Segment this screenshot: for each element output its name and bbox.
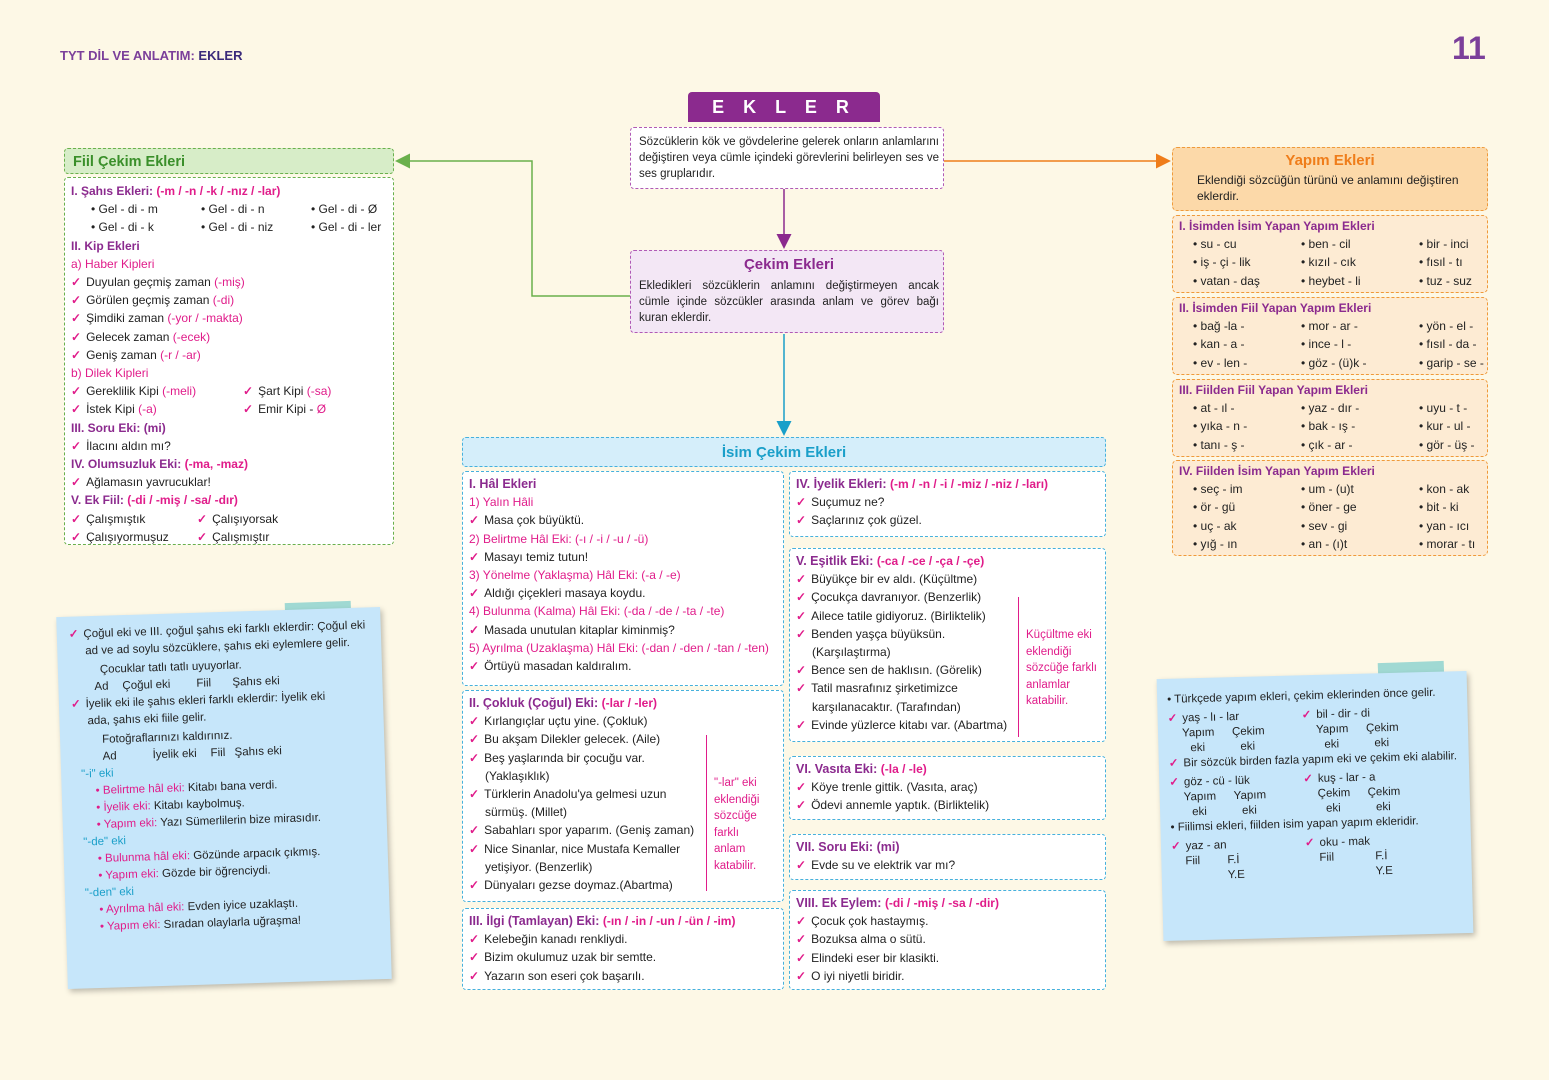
check-mark-icon: ✓ [796, 663, 807, 678]
check-mark-icon: ✓ [70, 698, 81, 711]
cekim-ekleri-description: Ekledikleri sözcüklerin anlamını değişti… [639, 280, 939, 324]
esitlik-side-note: Küçültme eki eklendiği sözcüğe farklı an… [1018, 597, 1098, 737]
yapim-ekleri-description: Eklendiği sözcüğün türünü ve anlamını de… [1197, 173, 1459, 203]
check-mark-icon: ✓ [796, 572, 807, 587]
check-mark-icon: ✓ [71, 511, 82, 526]
check-mark-icon: ✓ [469, 968, 480, 983]
check-mark-icon: ✓ [71, 438, 82, 453]
check-mark-icon: ✓ [469, 549, 480, 564]
isim-cekim-title: İsim Çekim Ekleri [462, 437, 1106, 467]
check-mark-icon: ✓ [796, 495, 807, 510]
ilgi-eki-box: III. İlgi (Tamlayan) Eki: (-ın / -in / -… [462, 908, 784, 990]
check-mark-icon: ✓ [469, 750, 480, 765]
vasita-eki-box: VI. Vasıta Eki: (-la / -le) ✓Köye trenle… [789, 756, 1106, 820]
check-mark-icon: ✓ [71, 402, 82, 417]
check-mark-icon: ✓ [469, 513, 480, 528]
check-mark-icon: ✓ [71, 329, 82, 344]
check-mark-icon: ✓ [796, 608, 807, 623]
page-header: TYT DİL VE ANLATIM: EKLER [60, 48, 243, 63]
check-mark-icon: ✓ [1169, 776, 1180, 789]
check-mark-icon: ✓ [1301, 709, 1312, 722]
check-mark-icon: ✓ [796, 590, 807, 605]
check-mark-icon: ✓ [68, 628, 79, 641]
check-mark-icon: ✓ [243, 402, 254, 417]
check-mark-icon: ✓ [71, 475, 82, 490]
left-sticky-note: ✓Çoğul eki ve III. çoğul şahıs eki farkl… [56, 607, 392, 989]
check-mark-icon: ✓ [796, 513, 807, 528]
cokluk-eki-box: II. Çokluk (Çoğul) Eki: (-lar / -ler) ✓K… [462, 690, 784, 902]
cekim-ekleri-title: Çekim Ekleri [743, 256, 835, 273]
iyelik-ekleri-box: IV. İyelik Ekleri: (-m / -n / -i / -miz … [789, 471, 1106, 537]
check-mark-icon: ✓ [197, 511, 208, 526]
check-mark-icon: ✓ [469, 787, 480, 802]
page-number: 11 [1452, 30, 1486, 66]
hal-ekleri-box: I. Hâl Ekleri 1) Yalın Hâli ✓Masa çok bü… [462, 471, 784, 686]
check-mark-icon: ✓ [796, 968, 807, 983]
yapim-group-2: II. İsimden Fiil Yapan Yapım Ekleri • ba… [1172, 297, 1488, 375]
check-mark-icon: ✓ [243, 384, 254, 399]
check-mark-icon: ✓ [469, 659, 480, 674]
check-mark-icon: ✓ [469, 841, 480, 856]
arrow-icon [395, 153, 630, 297]
soru-eki-box: VII. Soru Eki: (mi) ✓Evde su ve elektrik… [789, 834, 1106, 880]
check-mark-icon: ✓ [71, 311, 82, 326]
yapim-group-4: IV. Fiilden İsim Yapan Yapım Ekleri • se… [1172, 460, 1488, 556]
check-mark-icon: ✓ [796, 914, 807, 929]
check-mark-icon: ✓ [469, 878, 480, 893]
fiil-cekim-title: Fiil Çekim Ekleri [64, 148, 394, 174]
check-mark-icon: ✓ [796, 932, 807, 947]
fiil-cekim-body: I. Şahıs Ekleri: (-m / -n / -k / -nız / … [64, 177, 394, 545]
check-mark-icon: ✓ [71, 347, 82, 362]
check-mark-icon: ✓ [796, 798, 807, 813]
yapim-ekleri-box: Yapım Ekleri Eklendiği sözcüğün türünü v… [1172, 147, 1488, 211]
sahis-examples: • Gel - di - m• Gel - di - n• Gel - di -… [91, 202, 382, 235]
check-mark-icon: ✓ [1168, 757, 1179, 770]
ekler-description: Sözcüklerin kök ve gövdelerine gelerek o… [630, 127, 944, 189]
yapim-ekleri-title: Yapım Ekleri [1285, 152, 1375, 169]
check-mark-icon: ✓ [469, 586, 480, 601]
esitlik-eki-box: V. Eşitlik Eki: (-ca / -ce / -ça / -çe) … [789, 548, 1106, 742]
check-mark-icon: ✓ [469, 950, 480, 965]
check-mark-icon: ✓ [71, 275, 82, 290]
check-mark-icon: ✓ [71, 384, 82, 399]
check-mark-icon: ✓ [796, 780, 807, 795]
check-mark-icon: ✓ [469, 622, 480, 637]
check-mark-icon: ✓ [796, 717, 807, 732]
check-mark-icon: ✓ [1167, 712, 1178, 725]
check-mark-icon: ✓ [796, 681, 807, 696]
yapim-group-3: III. Fiilden Fiil Yapan Yapım Ekleri • a… [1172, 379, 1488, 457]
check-mark-icon: ✓ [1304, 837, 1315, 850]
ekler-title: E K L E R [688, 92, 880, 122]
check-mark-icon: ✓ [469, 714, 480, 729]
check-mark-icon: ✓ [197, 529, 208, 544]
check-mark-icon: ✓ [796, 626, 807, 641]
check-mark-icon: ✓ [796, 858, 807, 873]
check-mark-icon: ✓ [1170, 840, 1181, 853]
yapim-group-1: I. İsimden İsim Yapan Yapım Ekleri • su … [1172, 215, 1488, 293]
right-sticky-note: • Türkçede yapım ekleri, çekim eklerinde… [1156, 670, 1474, 942]
cekim-ekleri-box: Çekim Ekleri Ekledikleri sözcüklerin anl… [630, 250, 944, 333]
check-mark-icon: ✓ [469, 823, 480, 838]
check-mark-icon: ✓ [1303, 773, 1314, 786]
cokluk-side-note: "-lar" eki eklendiği sözcüğe farklı anla… [706, 735, 770, 891]
check-mark-icon: ✓ [71, 293, 82, 308]
check-mark-icon: ✓ [71, 529, 82, 544]
check-mark-icon: ✓ [469, 932, 480, 947]
check-mark-icon: ✓ [796, 950, 807, 965]
check-mark-icon: ✓ [469, 732, 480, 747]
ek-eylem-box: VIII. Ek Eylem: (-di / -miş / -sa / -dir… [789, 890, 1106, 990]
